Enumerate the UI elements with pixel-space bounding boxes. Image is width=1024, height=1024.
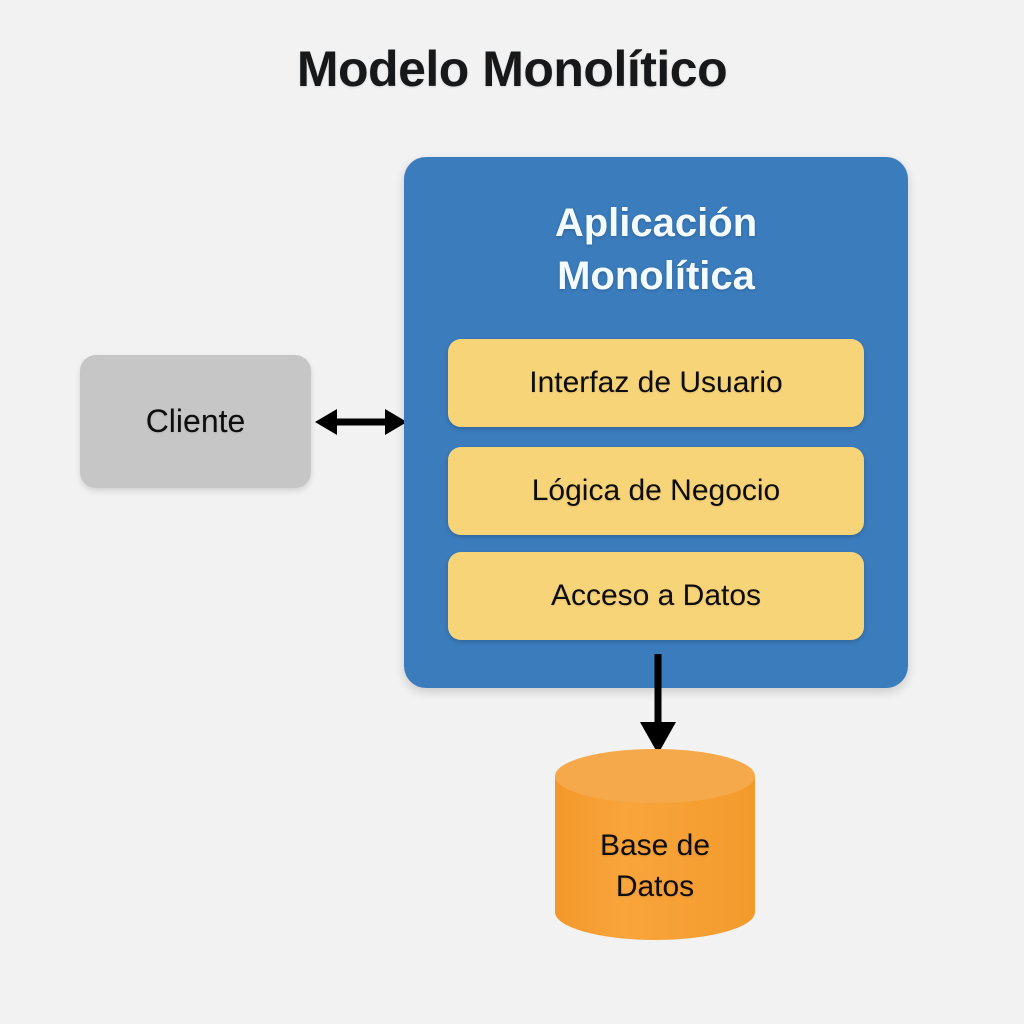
database-node-label: Base de Datos <box>553 826 757 907</box>
layer-interfaz-de-usuario[interactable]: Interfaz de Usuario <box>448 339 864 427</box>
layer-label: Acceso a Datos <box>550 579 762 612</box>
client-node[interactable]: Cliente <box>80 355 311 488</box>
client-to-monolith-arrow-icon <box>313 398 409 446</box>
layer-label: Lógica de Negocio <box>531 474 781 507</box>
layer-logica-de-negocio[interactable]: Lógica de Negocio <box>448 447 864 535</box>
database-label-line-1: Base de <box>599 829 711 862</box>
monolith-to-database-arrow-icon <box>613 650 703 760</box>
monolith-title-line-2: Monolítica <box>557 253 755 298</box>
monolith-title: Aplicación Monolítica <box>404 197 908 303</box>
database-label-line-2: Datos <box>615 869 695 903</box>
database-node[interactable]: Base de Datos <box>553 748 757 940</box>
database-cylinder-icon <box>555 749 755 940</box>
page-title: Modelo Monolítico <box>296 41 728 97</box>
client-node-label: Cliente <box>145 403 246 439</box>
layer-label: Interfaz de Usuario <box>529 366 783 399</box>
layer-acceso-a-datos[interactable]: Acceso a Datos <box>448 552 864 640</box>
monolith-title-line-1: Aplicación <box>554 201 758 245</box>
monolith-application-container[interactable]: Aplicación Monolítica Interfaz de Usuari… <box>404 157 908 688</box>
